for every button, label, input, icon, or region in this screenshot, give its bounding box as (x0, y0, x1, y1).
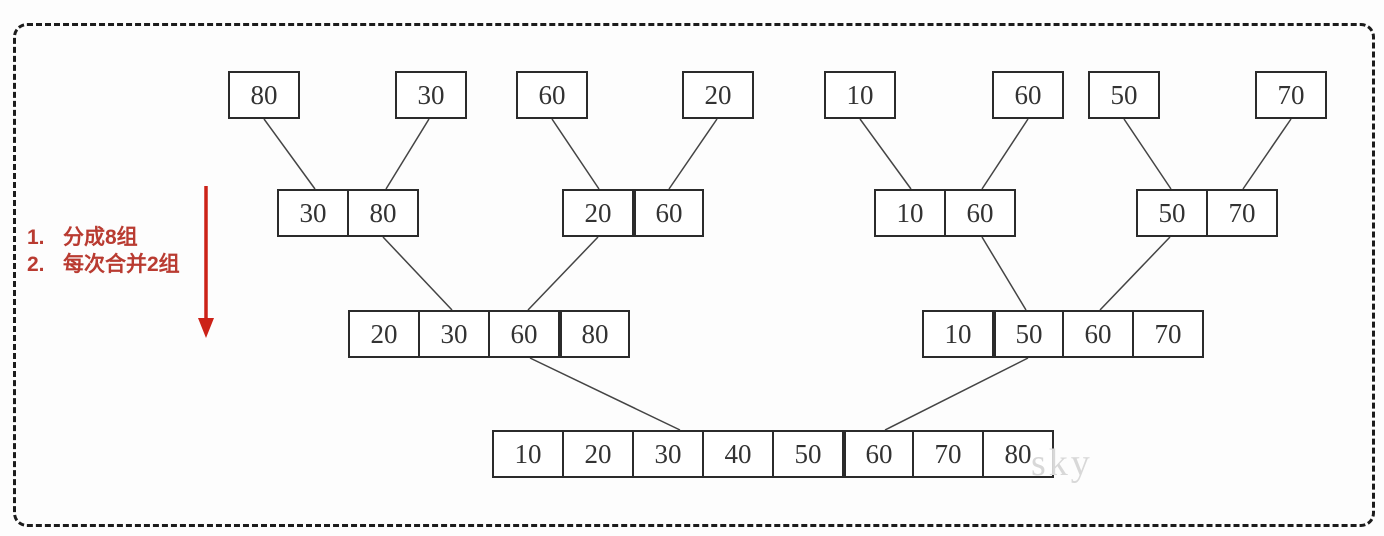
array-cell: 80 (558, 310, 630, 358)
array-cell: 10 (922, 310, 994, 358)
annotation-step-1: 1. 分成8组 (27, 224, 180, 251)
dashed-border (13, 23, 1375, 527)
array-cell: 50 (1136, 189, 1208, 237)
level2-group-3: 50 70 (1136, 189, 1278, 237)
level2-group-0: 30 80 (277, 189, 419, 237)
array-cell: 80 (982, 430, 1054, 478)
connector-line (859, 118, 912, 190)
level2-group-1: 20 60 (562, 189, 704, 237)
level1-box-6: 50 (1088, 71, 1160, 119)
annotation-step-2: 2. 每次合并2组 (27, 251, 180, 278)
level2-group-2: 10 60 (874, 189, 1016, 237)
connector-line (981, 236, 1027, 311)
connector-line (1099, 236, 1171, 311)
level1-box-1: 30 (395, 71, 467, 119)
connector-line (385, 118, 430, 190)
connector-line (263, 118, 316, 190)
array-cell: 20 (348, 310, 420, 358)
array-cell: 60 (842, 430, 914, 478)
level4-group: 10 20 30 40 50 60 70 80 (492, 430, 1054, 478)
array-cell: 30 (418, 310, 490, 358)
array-cell: 50 (772, 430, 844, 478)
annotation-step-number: 1. (27, 226, 45, 249)
level1-box-4: 10 (824, 71, 896, 119)
level3-group-0: 20 30 60 80 (348, 310, 630, 358)
annotation-step-number: 2. (27, 253, 45, 276)
connector-line (668, 118, 718, 190)
connector-line (981, 118, 1029, 190)
array-cell: 50 (992, 310, 1064, 358)
annotation: 1. 分成8组 2. 每次合并2组 (27, 224, 180, 278)
array-cell: 70 (1132, 310, 1204, 358)
level1-box-0: 80 (228, 71, 300, 119)
connector-line (1242, 118, 1292, 190)
level1-box-7: 70 (1255, 71, 1327, 119)
array-cell: 60 (632, 189, 704, 237)
array-cell: 30 (632, 430, 704, 478)
connector-line (382, 236, 453, 311)
down-arrow-icon (198, 186, 214, 338)
array-cell: 80 (347, 189, 419, 237)
array-cell: 70 (1206, 189, 1278, 237)
level3-group-1: 10 50 60 70 (922, 310, 1204, 358)
annotation-step-text: 每次合并2组 (63, 253, 180, 276)
connector-line (1123, 118, 1172, 190)
connector-line (529, 357, 681, 431)
array-cell: 20 (562, 189, 634, 237)
connector-line (884, 357, 1029, 431)
level1-box-3: 20 (682, 71, 754, 119)
array-cell: 10 (492, 430, 564, 478)
watermark: sky (1031, 442, 1093, 484)
array-cell: 60 (1062, 310, 1134, 358)
array-cell: 20 (562, 430, 634, 478)
array-cell: 60 (944, 189, 1016, 237)
array-cell: 10 (874, 189, 946, 237)
array-cell: 60 (488, 310, 560, 358)
connector-line (527, 236, 599, 311)
array-cell: 70 (912, 430, 984, 478)
array-cell: 30 (277, 189, 349, 237)
annotation-step-text: 分成8组 (63, 226, 138, 249)
array-cell: 40 (702, 430, 774, 478)
connector-line (551, 118, 600, 190)
level1-box-5: 60 (992, 71, 1064, 119)
level1-box-2: 60 (516, 71, 588, 119)
